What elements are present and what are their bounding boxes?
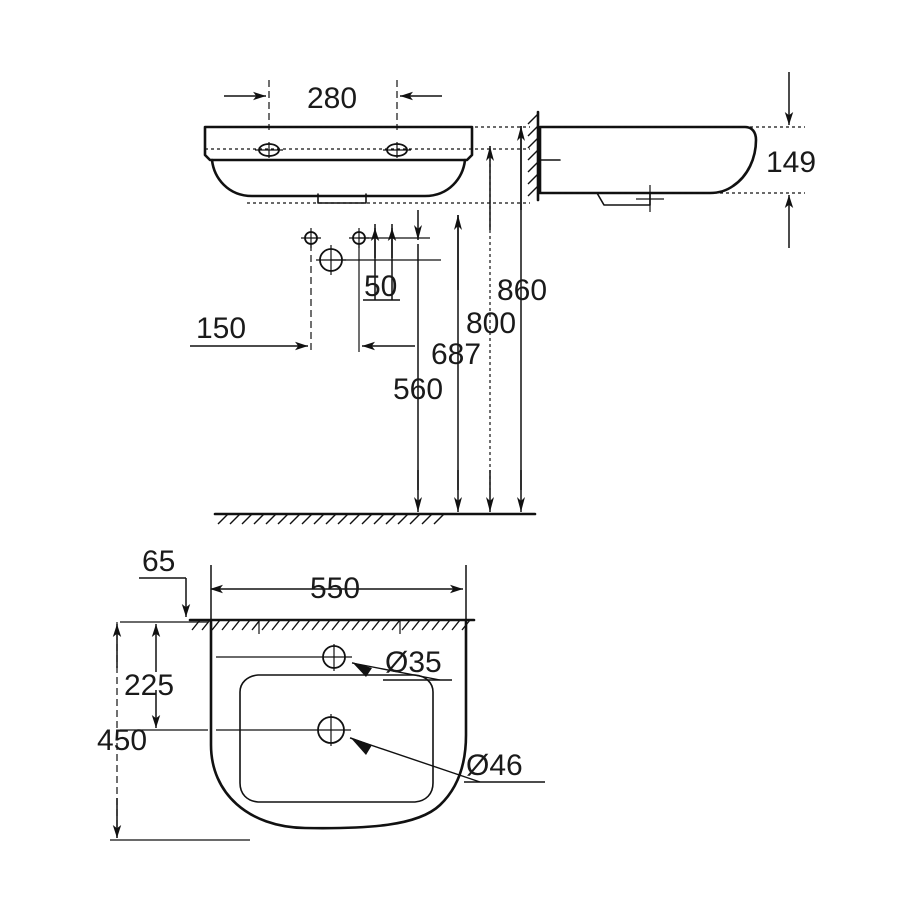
plan-view: Ø35 Ø46 550 65 bbox=[97, 545, 545, 841]
floor-hatch-strokes bbox=[217, 513, 445, 525]
side-basin-outline bbox=[538, 125, 758, 212]
dimension-550: 550 bbox=[210, 565, 467, 624]
tap-hole-leader-arrow bbox=[352, 662, 372, 677]
dim-280-label: 280 bbox=[307, 82, 357, 115]
plan-wall-hatch-strokes bbox=[191, 619, 471, 631]
dimension-280: 280 bbox=[224, 80, 442, 130]
wall-hatching bbox=[527, 110, 540, 202]
front-bowl-underside bbox=[210, 158, 467, 198]
dim-560-label: 560 bbox=[393, 373, 443, 406]
dimension-50: 50 bbox=[363, 224, 400, 303]
dim-65-label: 65 bbox=[142, 545, 175, 578]
dim-860-label: 860 bbox=[497, 274, 547, 307]
front-basin-outline bbox=[203, 125, 474, 204]
dimension-860: 860 bbox=[497, 126, 547, 512]
tap-hole-leader bbox=[351, 662, 441, 681]
dim-800-label: 800 bbox=[466, 307, 516, 340]
dim-149-label: 149 bbox=[766, 146, 816, 179]
plan-bowl-inner-outline bbox=[239, 674, 434, 803]
front-elevation-view: 280 150 bbox=[190, 80, 547, 525]
dim-450-label: 450 bbox=[97, 724, 147, 757]
floor-hatching bbox=[213, 512, 537, 525]
dim-225-label: 225 bbox=[124, 669, 174, 702]
dim-550-label: 550 bbox=[310, 572, 360, 605]
front-tap-holes bbox=[255, 142, 411, 158]
dimension-450: 450 bbox=[97, 622, 250, 841]
drain-hole-leader-arrow bbox=[350, 737, 372, 755]
dim-150-label: 150 bbox=[196, 312, 246, 345]
plan-wall-hatching bbox=[188, 618, 476, 631]
plan-basin-outer-outline bbox=[209, 618, 468, 830]
dimension-149: 149 bbox=[766, 72, 816, 248]
dimension-560: 560 bbox=[393, 210, 443, 512]
side-elevation-view: 149 bbox=[527, 72, 816, 248]
dimension-687: 687 bbox=[431, 215, 481, 512]
wall-hatch-strokes bbox=[527, 113, 539, 197]
dimension-800: 800 bbox=[466, 146, 516, 512]
side-basin-profile bbox=[538, 125, 758, 195]
dim-50-label: 50 bbox=[364, 270, 397, 303]
dia-46-label: Ø46 bbox=[466, 749, 523, 782]
front-trap-outlet bbox=[317, 193, 367, 204]
dimension-65: 65 bbox=[139, 545, 191, 617]
plan-tap-hole: Ø35 bbox=[216, 644, 452, 681]
dim-687-label: 687 bbox=[431, 338, 481, 371]
plan-drain-hole: Ø46 bbox=[216, 714, 545, 783]
dimension-225: 225 bbox=[120, 621, 208, 731]
dimension-150: 150 bbox=[190, 312, 415, 351]
front-rim-block bbox=[203, 125, 474, 162]
dia-35-label: Ø35 bbox=[385, 646, 442, 679]
